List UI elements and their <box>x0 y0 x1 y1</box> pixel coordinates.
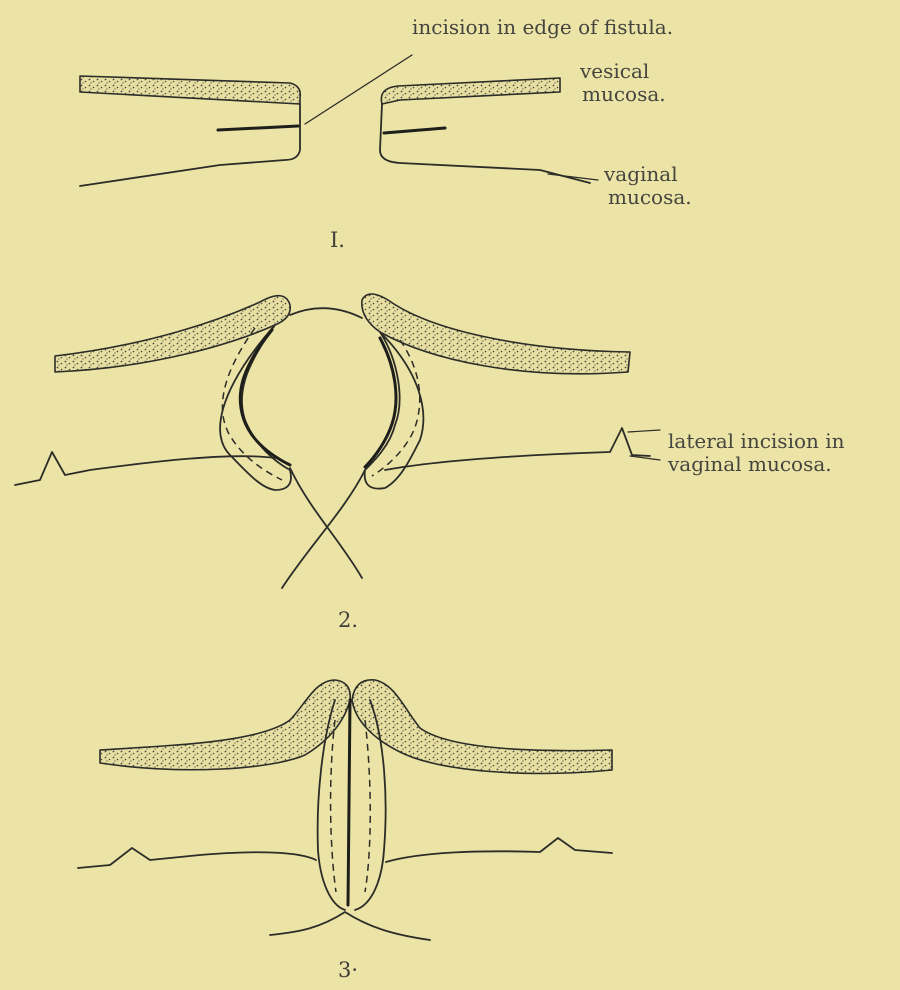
fig1-left-vesical-mucosa <box>80 76 300 104</box>
label-vesical-mucosa: vesical mucosa. <box>580 60 666 106</box>
label-vaginal-mucosa: vaginal mucosa. <box>604 163 692 209</box>
fig1-right-vesical-mucosa <box>381 78 560 104</box>
fig2-leader-lateral-a <box>628 430 660 432</box>
fig2-right-suture <box>365 338 396 467</box>
fig1-right-wall <box>380 104 590 183</box>
fig3-thread-base <box>270 912 430 940</box>
fig1-left-incision <box>218 126 298 130</box>
fig2-left-suture <box>240 330 290 465</box>
fig3-right-dashed-line <box>365 720 370 892</box>
fig1-left-wall <box>80 104 300 186</box>
figure-number-2: 2. <box>338 608 358 632</box>
figure-number-3: 3· <box>338 958 358 982</box>
figure-number-1: I. <box>330 228 345 252</box>
label-vesical-line-1: vesical <box>580 60 666 83</box>
fig2-left-vaginal-line <box>15 452 275 485</box>
fig2-left-flap-outline <box>220 325 291 490</box>
label-lateral-line-1: lateral incision in <box>668 430 845 453</box>
fig3-left-vaginal-line <box>78 848 316 868</box>
fig3-right-vaginal-line <box>386 838 612 862</box>
fig3-right-vesical-mucosa <box>352 680 612 774</box>
fig2-crossing-thread-b <box>282 470 365 588</box>
fig3-left-vesical-mucosa <box>100 680 350 770</box>
figure-2-drawing <box>15 294 660 588</box>
fig2-right-vesical-mucosa <box>362 294 630 374</box>
label-lateral-line-2: vaginal mucosa. <box>668 453 845 476</box>
label-vaginal-line-1: vaginal <box>604 163 692 186</box>
figure-3-drawing <box>78 680 612 940</box>
fig3-center-suture <box>348 700 350 905</box>
fig3-left-dashed-line <box>331 720 336 892</box>
fig2-left-vesical-mucosa <box>55 296 290 372</box>
label-vesical-line-2: mucosa. <box>580 83 666 106</box>
label-lateral-incision: lateral incision in vaginal mucosa. <box>668 430 845 476</box>
figure-1-drawing <box>80 55 598 186</box>
fig2-right-vaginal-line <box>385 428 650 470</box>
label-vaginal-line-2: mucosa. <box>604 186 692 209</box>
fig2-fistula-top <box>290 308 362 318</box>
fig1-right-incision <box>384 128 445 133</box>
label-incision-edge-of-fistula: incision in edge of fistula. <box>412 16 673 39</box>
